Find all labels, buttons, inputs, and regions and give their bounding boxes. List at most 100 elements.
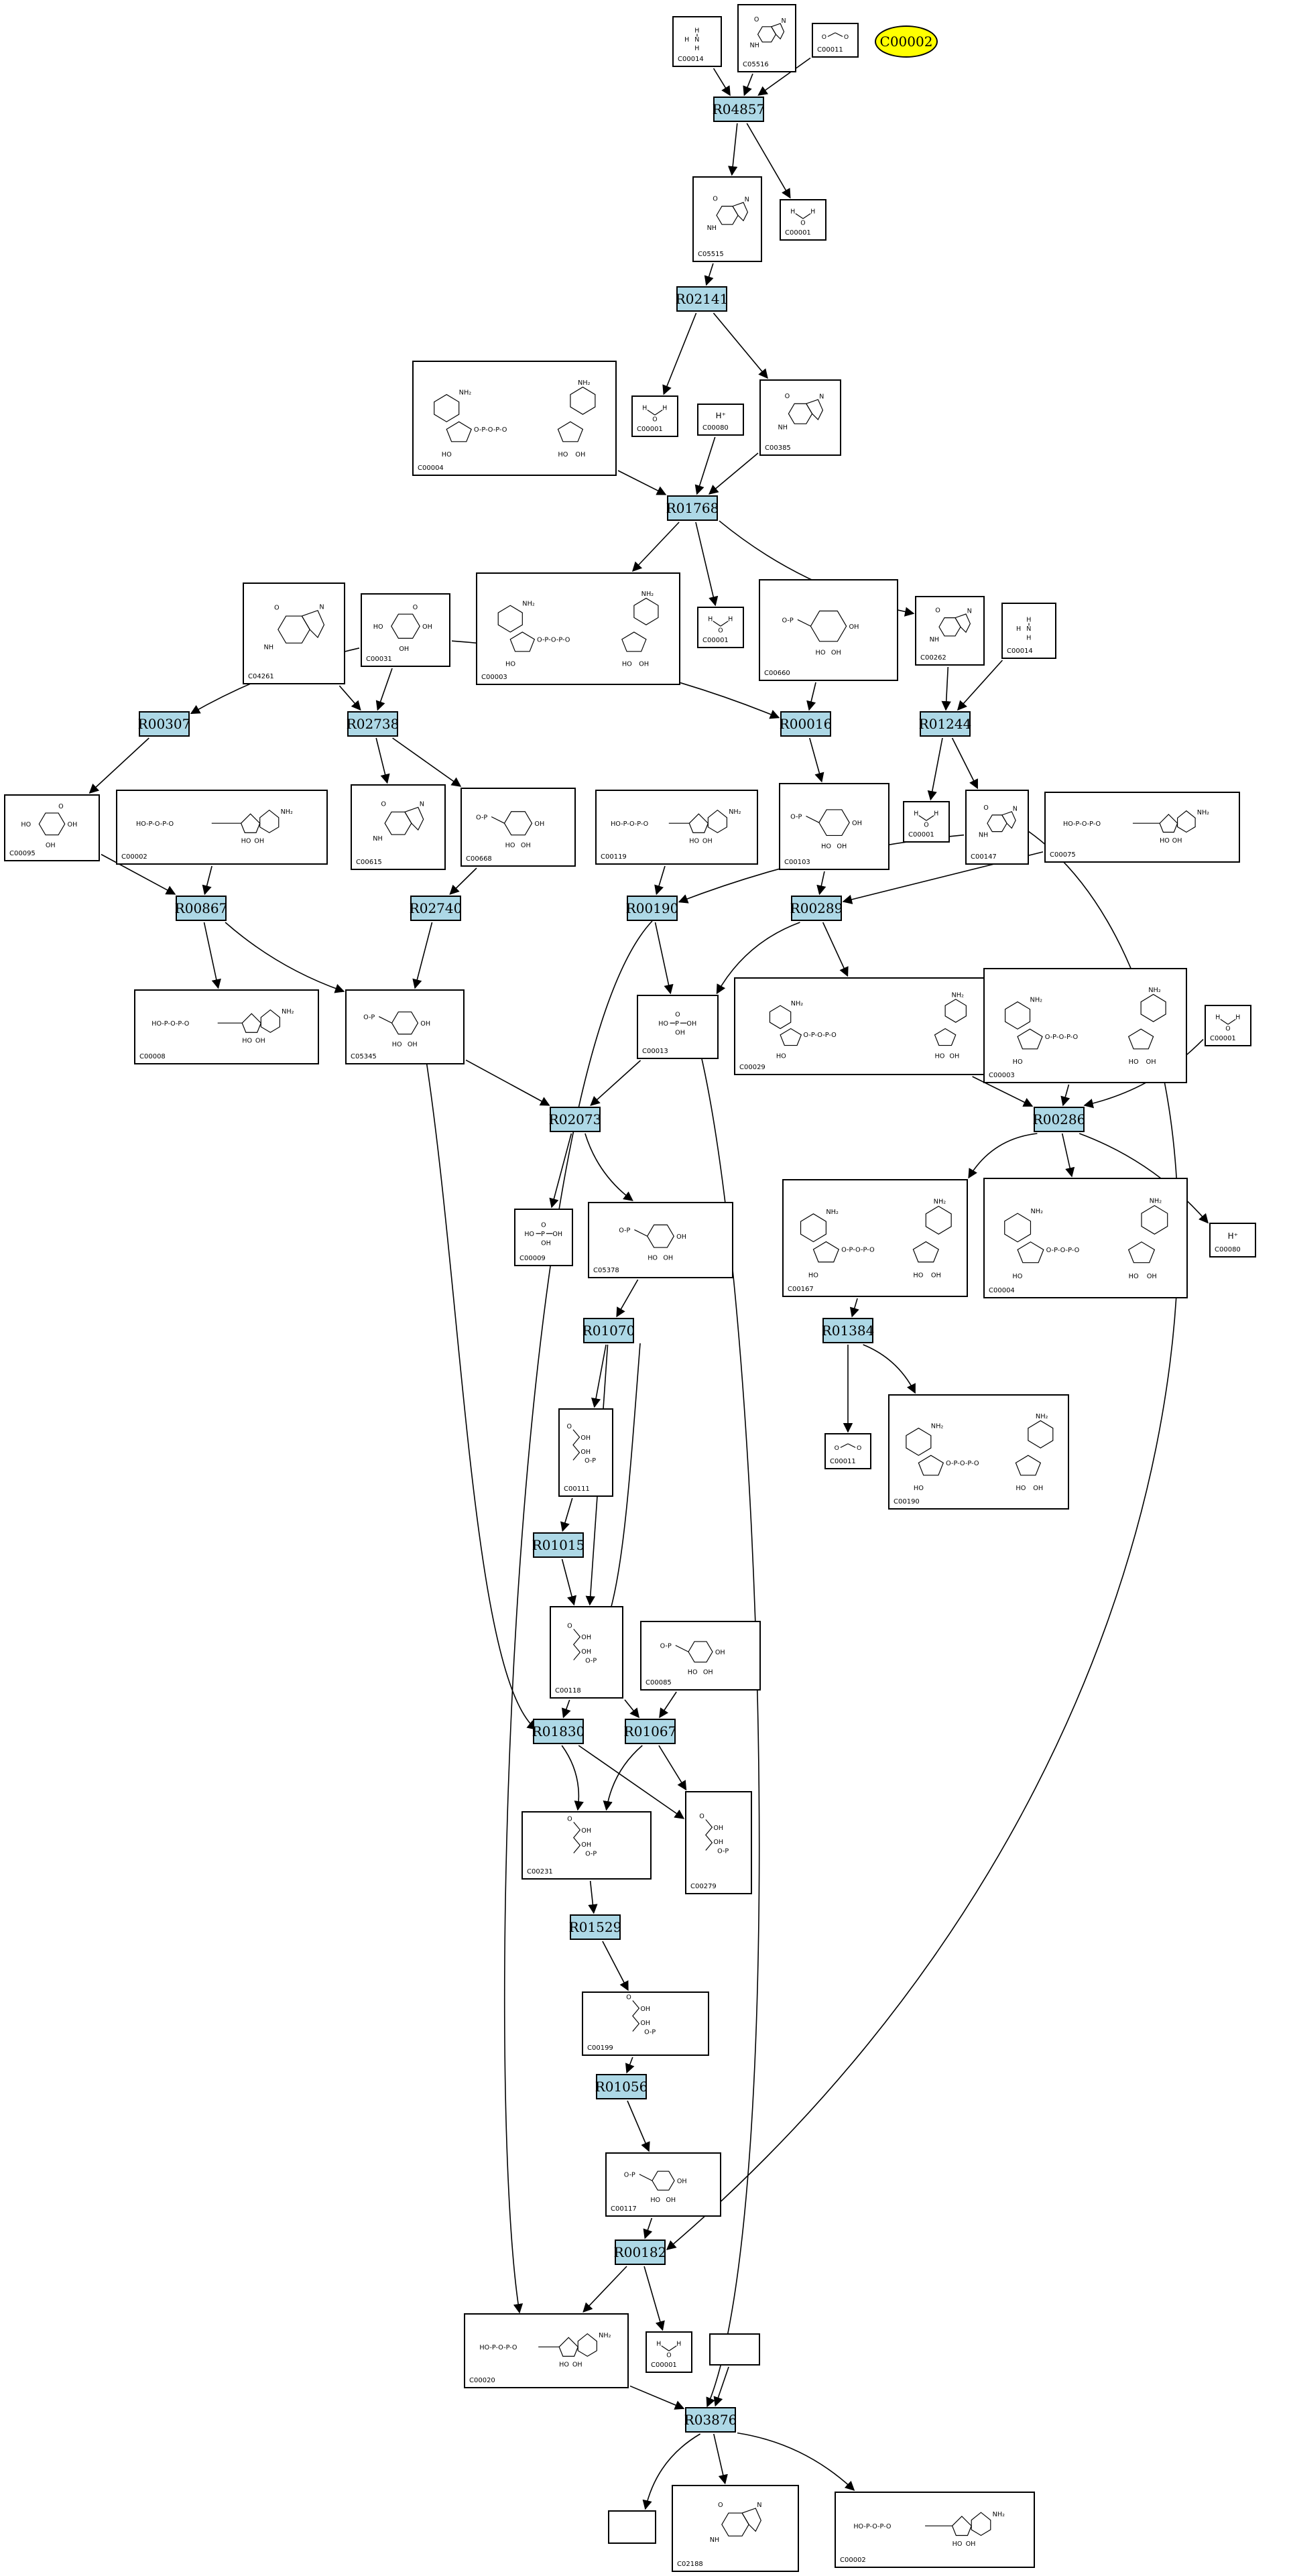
- reaction-r01529[interactable]: R01529: [569, 1914, 621, 1940]
- svg-text:O: O: [1225, 1025, 1230, 1032]
- svg-text:O-P: O-P: [717, 1847, 729, 1855]
- compound-id-label: C02188: [677, 2561, 703, 2568]
- svg-text:O: O: [413, 604, 418, 611]
- reaction-r01056[interactable]: R01056: [595, 2074, 648, 2099]
- reaction-r00307[interactable]: R00307: [138, 711, 190, 737]
- reaction-r01244[interactable]: R01244: [919, 711, 971, 737]
- svg-text:H: H: [708, 616, 713, 623]
- compound-c00080[interactable]: H⁺C00080: [1209, 1223, 1256, 1258]
- compound-empty[interactable]: [608, 2510, 656, 2544]
- reaction-r01015[interactable]: R01015: [532, 1532, 585, 1558]
- svg-text:HO: HO: [21, 821, 31, 829]
- compound-id-label: C00085: [646, 1679, 672, 1686]
- reaction-r04857[interactable]: R04857: [713, 97, 765, 122]
- edge-arrow: [603, 1745, 643, 1811]
- svg-text:NH₂: NH₂: [1030, 997, 1043, 1004]
- reaction-r02740[interactable]: R02740: [410, 896, 462, 921]
- reaction-r02738[interactable]: R02738: [347, 711, 399, 737]
- reaction-r01830[interactable]: R01830: [532, 1719, 585, 1744]
- structure-drawing: HOH: [790, 208, 815, 227]
- svg-text:H: H: [1235, 1014, 1240, 1022]
- compound-id-label: C00279: [690, 1883, 717, 1890]
- reaction-r02073[interactable]: R02073: [549, 1107, 601, 1132]
- reaction-r01070[interactable]: R01070: [582, 1318, 635, 1343]
- svg-text:HO: HO: [559, 2362, 569, 2369]
- edge-arrow: [642, 2433, 701, 2510]
- reaction-r00867[interactable]: R00867: [175, 896, 227, 921]
- reaction-r00190[interactable]: R00190: [626, 896, 678, 921]
- edge-arrow: [503, 920, 653, 2314]
- svg-text:HO-P-O-P-O: HO-P-O-P-O: [853, 2523, 892, 2530]
- svg-text:N: N: [745, 196, 749, 203]
- reaction-r03876[interactable]: R03876: [684, 2407, 737, 2433]
- structure-drawing: HOH: [656, 2341, 681, 2359]
- reaction-r01384[interactable]: R01384: [822, 1318, 874, 1343]
- marker-c00002[interactable]: C00002: [875, 25, 938, 58]
- svg-text:N: N: [1013, 805, 1018, 812]
- svg-text:HO: HO: [524, 1231, 534, 1238]
- svg-text:O: O: [566, 1423, 571, 1430]
- compound-c00080[interactable]: H⁺C00080: [697, 404, 744, 436]
- reaction-r00182[interactable]: R00182: [614, 2240, 666, 2265]
- reaction-r00016[interactable]: R00016: [780, 711, 832, 737]
- svg-text:OH: OH: [581, 1634, 591, 1642]
- edge-arrow: [375, 737, 390, 784]
- reaction-r01768[interactable]: R01768: [666, 495, 719, 521]
- reaction-r02141[interactable]: R02141: [676, 286, 728, 312]
- edge-arrow: [1060, 1084, 1070, 1107]
- compound-empty[interactable]: [709, 2333, 760, 2366]
- svg-text:HO: HO: [914, 1485, 924, 1492]
- reaction-r01067[interactable]: R01067: [624, 1719, 676, 1744]
- reaction-r00286[interactable]: R00286: [1033, 1107, 1085, 1132]
- reaction-r00289[interactable]: R00289: [790, 896, 843, 921]
